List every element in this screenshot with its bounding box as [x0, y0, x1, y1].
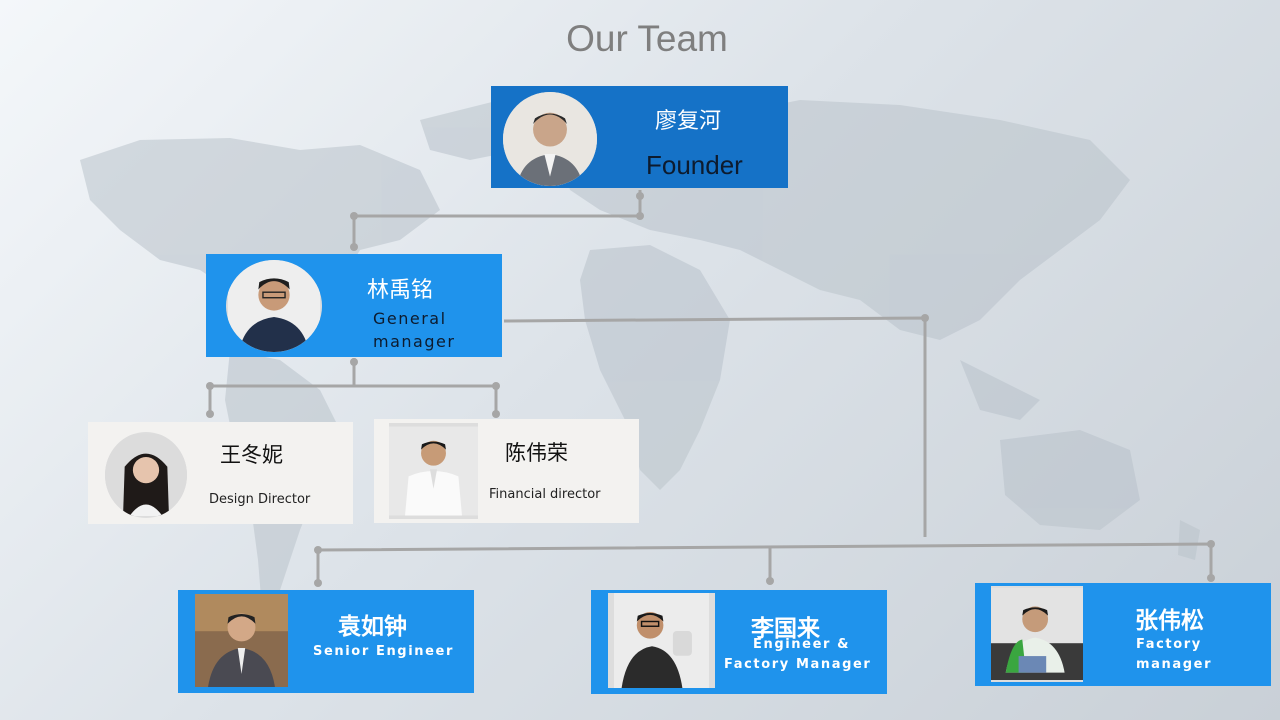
founder-role: Founder	[646, 150, 743, 180]
senior-engineer-photo	[195, 594, 288, 687]
engineer-factory-manager-role-line1: Engineer &	[753, 637, 851, 652]
general-manager-card: 林禹铭 General manager	[206, 254, 502, 357]
founder-card: 廖复河 Founder	[491, 86, 788, 188]
factory-manager-role-line1: Factory	[1136, 637, 1202, 652]
page-title: Our Team	[566, 18, 728, 59]
design-director-role: Design Director	[209, 492, 311, 507]
general-manager-name: 林禹铭	[367, 278, 434, 303]
factory-manager-role-line2: manager	[1136, 657, 1213, 672]
senior-engineer-card: 袁如钟 Senior Engineer	[178, 590, 474, 693]
senior-engineer-name: 袁如钟	[338, 614, 407, 640]
senior-engineer-role: Senior Engineer	[313, 644, 454, 659]
engineer-factory-manager-role-line2: Factory Manager	[724, 657, 872, 672]
financial-director-name: 陈伟荣	[505, 441, 568, 465]
factory-manager-photo	[991, 586, 1083, 682]
design-director-card: 王冬妮 Design Director	[88, 422, 353, 524]
founder-photo	[503, 92, 597, 186]
financial-director-role: Financial director	[489, 487, 601, 502]
general-manager-role-line1: General	[373, 309, 447, 328]
factory-manager-name: 张伟松	[1135, 608, 1204, 634]
financial-director-card: 陈伟荣 Financial director	[374, 419, 639, 523]
design-director-photo	[105, 432, 187, 518]
general-manager-role-line2: manager	[373, 332, 456, 351]
design-director-name: 王冬妮	[220, 443, 283, 467]
financial-director-photo	[389, 423, 478, 519]
engineer-factory-manager-photo	[608, 593, 715, 688]
engineer-factory-manager-name: 李国来	[751, 616, 820, 642]
engineer-factory-manager-card: 李国来 Engineer & Factory Manager	[591, 590, 887, 694]
general-manager-photo	[226, 260, 322, 352]
factory-manager-card: 张伟松 Factory manager	[975, 583, 1271, 686]
founder-name: 廖复河	[655, 109, 722, 134]
